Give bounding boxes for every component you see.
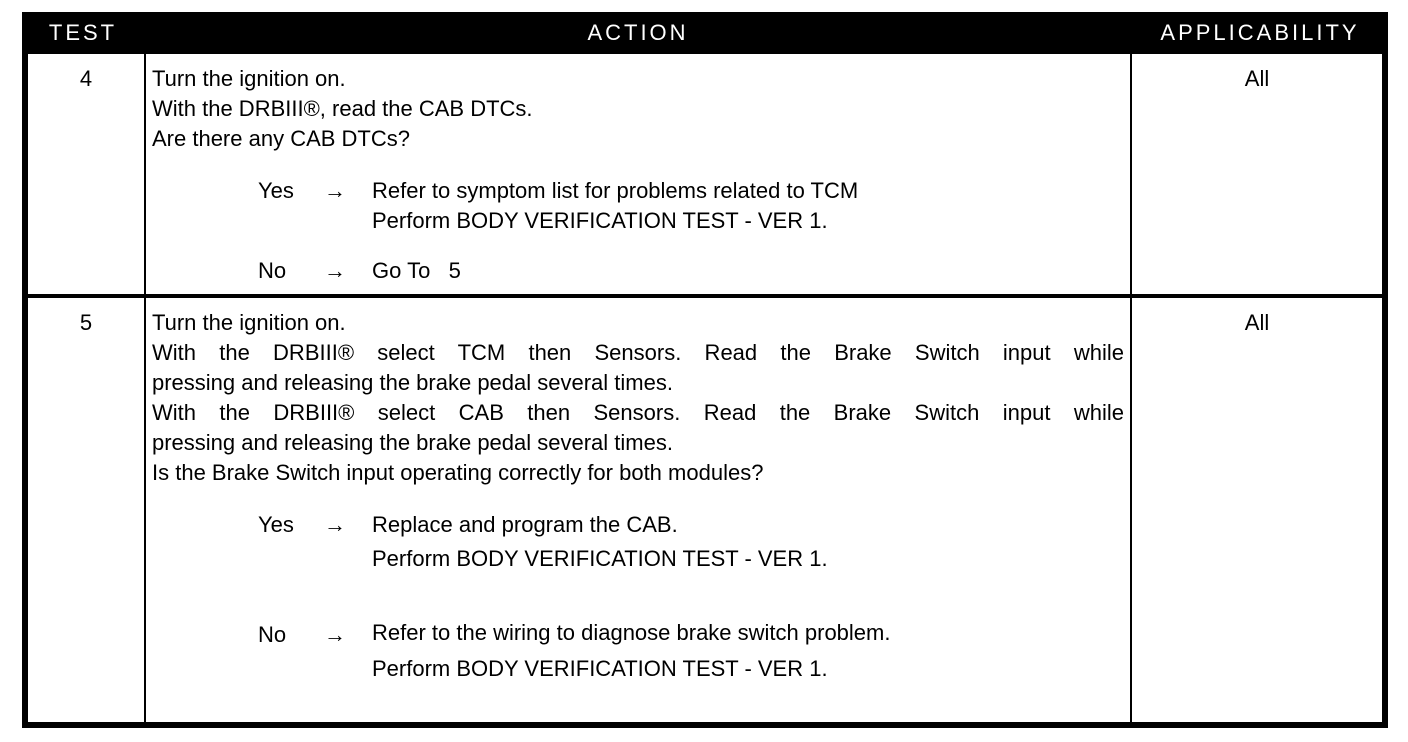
row-4-action-line: Turn the ignition on. xyxy=(152,66,346,91)
row-5-yes-label: Yes xyxy=(258,512,294,537)
row-5-applicability-cell: All xyxy=(1132,298,1382,722)
row-5-no-response: Perform BODY VERIFICATION TEST - VER 1. xyxy=(372,656,828,681)
row-4-action-cell: Turn the ignition on. With the DRBIII®, … xyxy=(146,54,1130,294)
row-4-yes-response: Perform BODY VERIFICATION TEST - VER 1. xyxy=(372,208,828,233)
row-5-no-arrow-icon: → xyxy=(324,622,346,647)
row-5-action-line: pressing and releasing the brake pedal s… xyxy=(152,370,673,395)
diagnostic-table: TEST ACTION APPLICABILITY 4 Turn the ign… xyxy=(22,12,1388,728)
row-5-action-line: Is the Brake Switch input operating corr… xyxy=(152,460,764,485)
row-5-action-line: pressing and releasing the brake pedal s… xyxy=(152,430,673,455)
row-5-applicability: All xyxy=(1244,310,1270,335)
row-4-yes-arrow-icon: → xyxy=(324,178,346,203)
row-4-action-line: With the DRBIII®, read the CAB DTCs. xyxy=(152,96,533,121)
row-5-action-line: With the DRBIII® select TCM then Sensors… xyxy=(152,340,1124,365)
row-4-no-response: Go To 5 xyxy=(372,258,461,283)
header-test: TEST xyxy=(48,20,118,45)
row-4-test-cell: 4 xyxy=(28,54,144,294)
row-5-yes-arrow-icon: → xyxy=(324,512,346,537)
row-4-yes-label: Yes xyxy=(258,178,294,203)
row-4-yes-response: Refer to symptom list for problems relat… xyxy=(372,178,859,203)
row-5-action-cell: Turn the ignition on. With the DRBIII® s… xyxy=(146,298,1130,722)
row-4-no-label: No xyxy=(258,258,287,283)
row-5-test-number: 5 xyxy=(79,310,93,335)
header-action: ACTION xyxy=(587,20,689,45)
row-4-no-arrow-icon: → xyxy=(324,258,346,283)
header-applicability: APPLICABILITY xyxy=(1160,20,1360,45)
row-5-yes-response: Perform BODY VERIFICATION TEST - VER 1. xyxy=(372,546,828,571)
row-5-no-response: Refer to the wiring to diagnose brake sw… xyxy=(372,620,891,645)
row-4-action-line: Are there any CAB DTCs? xyxy=(152,126,410,151)
row-5-action-line: With the DRBIII® select CAB then Sensors… xyxy=(152,400,1124,425)
row-5-action-line: Turn the ignition on. xyxy=(152,310,346,335)
row-5-test-cell: 5 xyxy=(28,298,144,722)
row-5-yes-response: Replace and program the CAB. xyxy=(372,512,678,537)
row-5-no-label: No xyxy=(258,622,287,647)
row-4-applicability: All xyxy=(1244,66,1270,91)
row-4-applicability-cell: All xyxy=(1132,54,1382,294)
row-4-test-number: 4 xyxy=(79,66,93,91)
